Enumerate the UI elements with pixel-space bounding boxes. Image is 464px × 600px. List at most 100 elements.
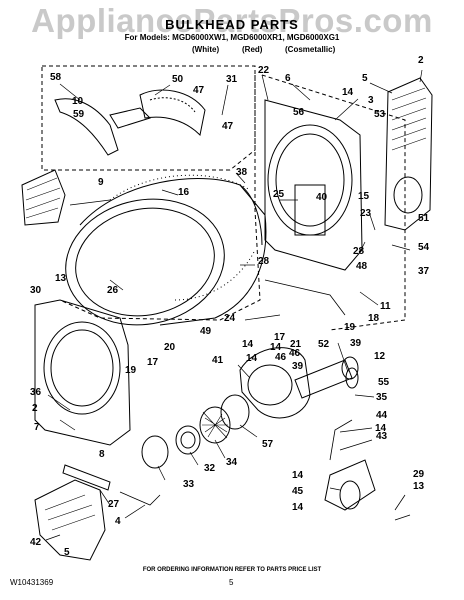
burner-assembly <box>324 459 376 511</box>
bracket-part <box>109 107 151 129</box>
fan-wheel <box>199 406 231 444</box>
callout-label: 14 <box>242 339 254 350</box>
callout-label: 59 <box>73 109 85 120</box>
callout-label: 19 <box>344 322 356 333</box>
callout-label: 2 <box>418 55 424 66</box>
callout-label: 7 <box>34 422 40 433</box>
seal-ring <box>175 425 201 455</box>
callout-label: 32 <box>204 463 216 474</box>
callout-label: 17 <box>147 357 159 368</box>
callout-label: 44 <box>376 410 388 421</box>
callout-label: 41 <box>212 355 224 366</box>
callout-label: 17 <box>274 332 286 343</box>
callout-label: 14 <box>246 353 258 364</box>
callout-label: 58 <box>50 72 62 83</box>
callout-label: 27 <box>108 499 120 510</box>
drum-front-rim <box>65 198 225 326</box>
color-label-cosmetallic: (Cosmetallic) <box>285 45 336 54</box>
callout-label: 47 <box>193 85 205 96</box>
color-label-red: (Red) <box>242 45 263 54</box>
callout-label: 28 <box>258 256 270 267</box>
bulkhead-group-outline <box>261 74 406 331</box>
callout-label: 42 <box>30 537 42 548</box>
callout-label: 31 <box>226 74 238 85</box>
callout-label: 49 <box>200 326 212 337</box>
callout-label: 19 <box>125 365 137 376</box>
callout-label: 4 <box>115 516 121 527</box>
baffle-part <box>139 89 206 137</box>
callout-label: 28 <box>353 246 365 257</box>
callout-label: 8 <box>99 449 105 460</box>
page-number: 5 <box>229 578 234 587</box>
seal-part <box>54 98 119 156</box>
color-label-white: (White) <box>192 45 220 54</box>
leader-lines <box>45 69 423 541</box>
heater-tube <box>294 359 353 399</box>
callout-label: 16 <box>178 187 190 198</box>
callout-label: 15 <box>358 191 370 202</box>
callout-label: 38 <box>236 167 248 178</box>
callout-label: 14 <box>342 87 354 98</box>
callout-label: 55 <box>378 377 390 388</box>
callout-label: 39 <box>350 338 362 349</box>
callout-label: 5 <box>362 73 368 84</box>
callout-label: 25 <box>273 189 285 200</box>
page-title: BULKHEAD PARTS <box>165 17 299 32</box>
callout-label: 30 <box>30 285 42 296</box>
callout-label: 13 <box>55 273 67 284</box>
callout-label: 36 <box>30 387 42 398</box>
callout-label: 56 <box>293 107 305 118</box>
callout-label: 57 <box>262 439 274 450</box>
callout-label: 52 <box>318 339 330 350</box>
document-number: W10431369 <box>10 578 54 587</box>
front-bulkhead <box>34 299 131 446</box>
callout-label: 40 <box>316 192 328 203</box>
callout-label: 14 <box>292 470 304 481</box>
blower-gasket <box>220 394 250 430</box>
callout-label: 46 <box>289 348 301 359</box>
rear-bulkhead <box>264 99 363 271</box>
callout-label: 11 <box>380 301 391 312</box>
callout-label: 39 <box>292 361 304 372</box>
callout-label: 9 <box>98 177 104 188</box>
callout-label: 14 <box>375 423 387 434</box>
callout-label: 35 <box>376 392 388 403</box>
callout-label: 37 <box>418 266 430 277</box>
callout-label: 13 <box>413 481 425 492</box>
tube-ring <box>345 367 359 389</box>
callout-label: 51 <box>418 213 430 224</box>
callout-label: 21 <box>290 339 302 350</box>
callout-label: 34 <box>226 457 238 468</box>
callout-label: 45 <box>292 486 304 497</box>
watermark: AppliancePartsPros.com <box>31 2 433 39</box>
callout-label: 46 <box>275 352 287 363</box>
callout-label: 54 <box>418 242 430 253</box>
lint-screen <box>21 169 66 226</box>
callout-label: 12 <box>374 351 386 362</box>
model-list: For Models: MGD6000XW1, MGD6000XR1, MGD6… <box>124 33 340 42</box>
ordering-note: FOR ORDERING INFORMATION REFER TO PARTS … <box>142 567 322 573</box>
callout-label: 50 <box>172 74 184 85</box>
callout-label: 43 <box>376 431 388 442</box>
callout-label: 5 <box>64 547 70 558</box>
callout-label: 53 <box>374 109 386 120</box>
callout-label: 22 <box>258 65 270 76</box>
callout-label: 48 <box>356 261 368 272</box>
callout-label: 3 <box>368 95 374 106</box>
callout-label: 2 <box>32 403 38 414</box>
callout-label: 29 <box>413 469 425 480</box>
felt-seal <box>141 435 169 469</box>
callout-label: 6 <box>285 73 291 84</box>
exhaust-duct <box>34 479 106 561</box>
callout-label: 47 <box>222 121 234 132</box>
drum-group-outline <box>59 75 261 321</box>
lint-duct <box>384 77 433 231</box>
callout-label: 20 <box>164 342 176 353</box>
callout-label: 18 <box>368 313 380 324</box>
top-group-outline <box>41 65 256 171</box>
callout-label: 33 <box>183 479 195 490</box>
callout-label: 14 <box>292 502 304 513</box>
callout-label: 26 <box>107 285 119 296</box>
callout-label: 10 <box>72 96 84 107</box>
